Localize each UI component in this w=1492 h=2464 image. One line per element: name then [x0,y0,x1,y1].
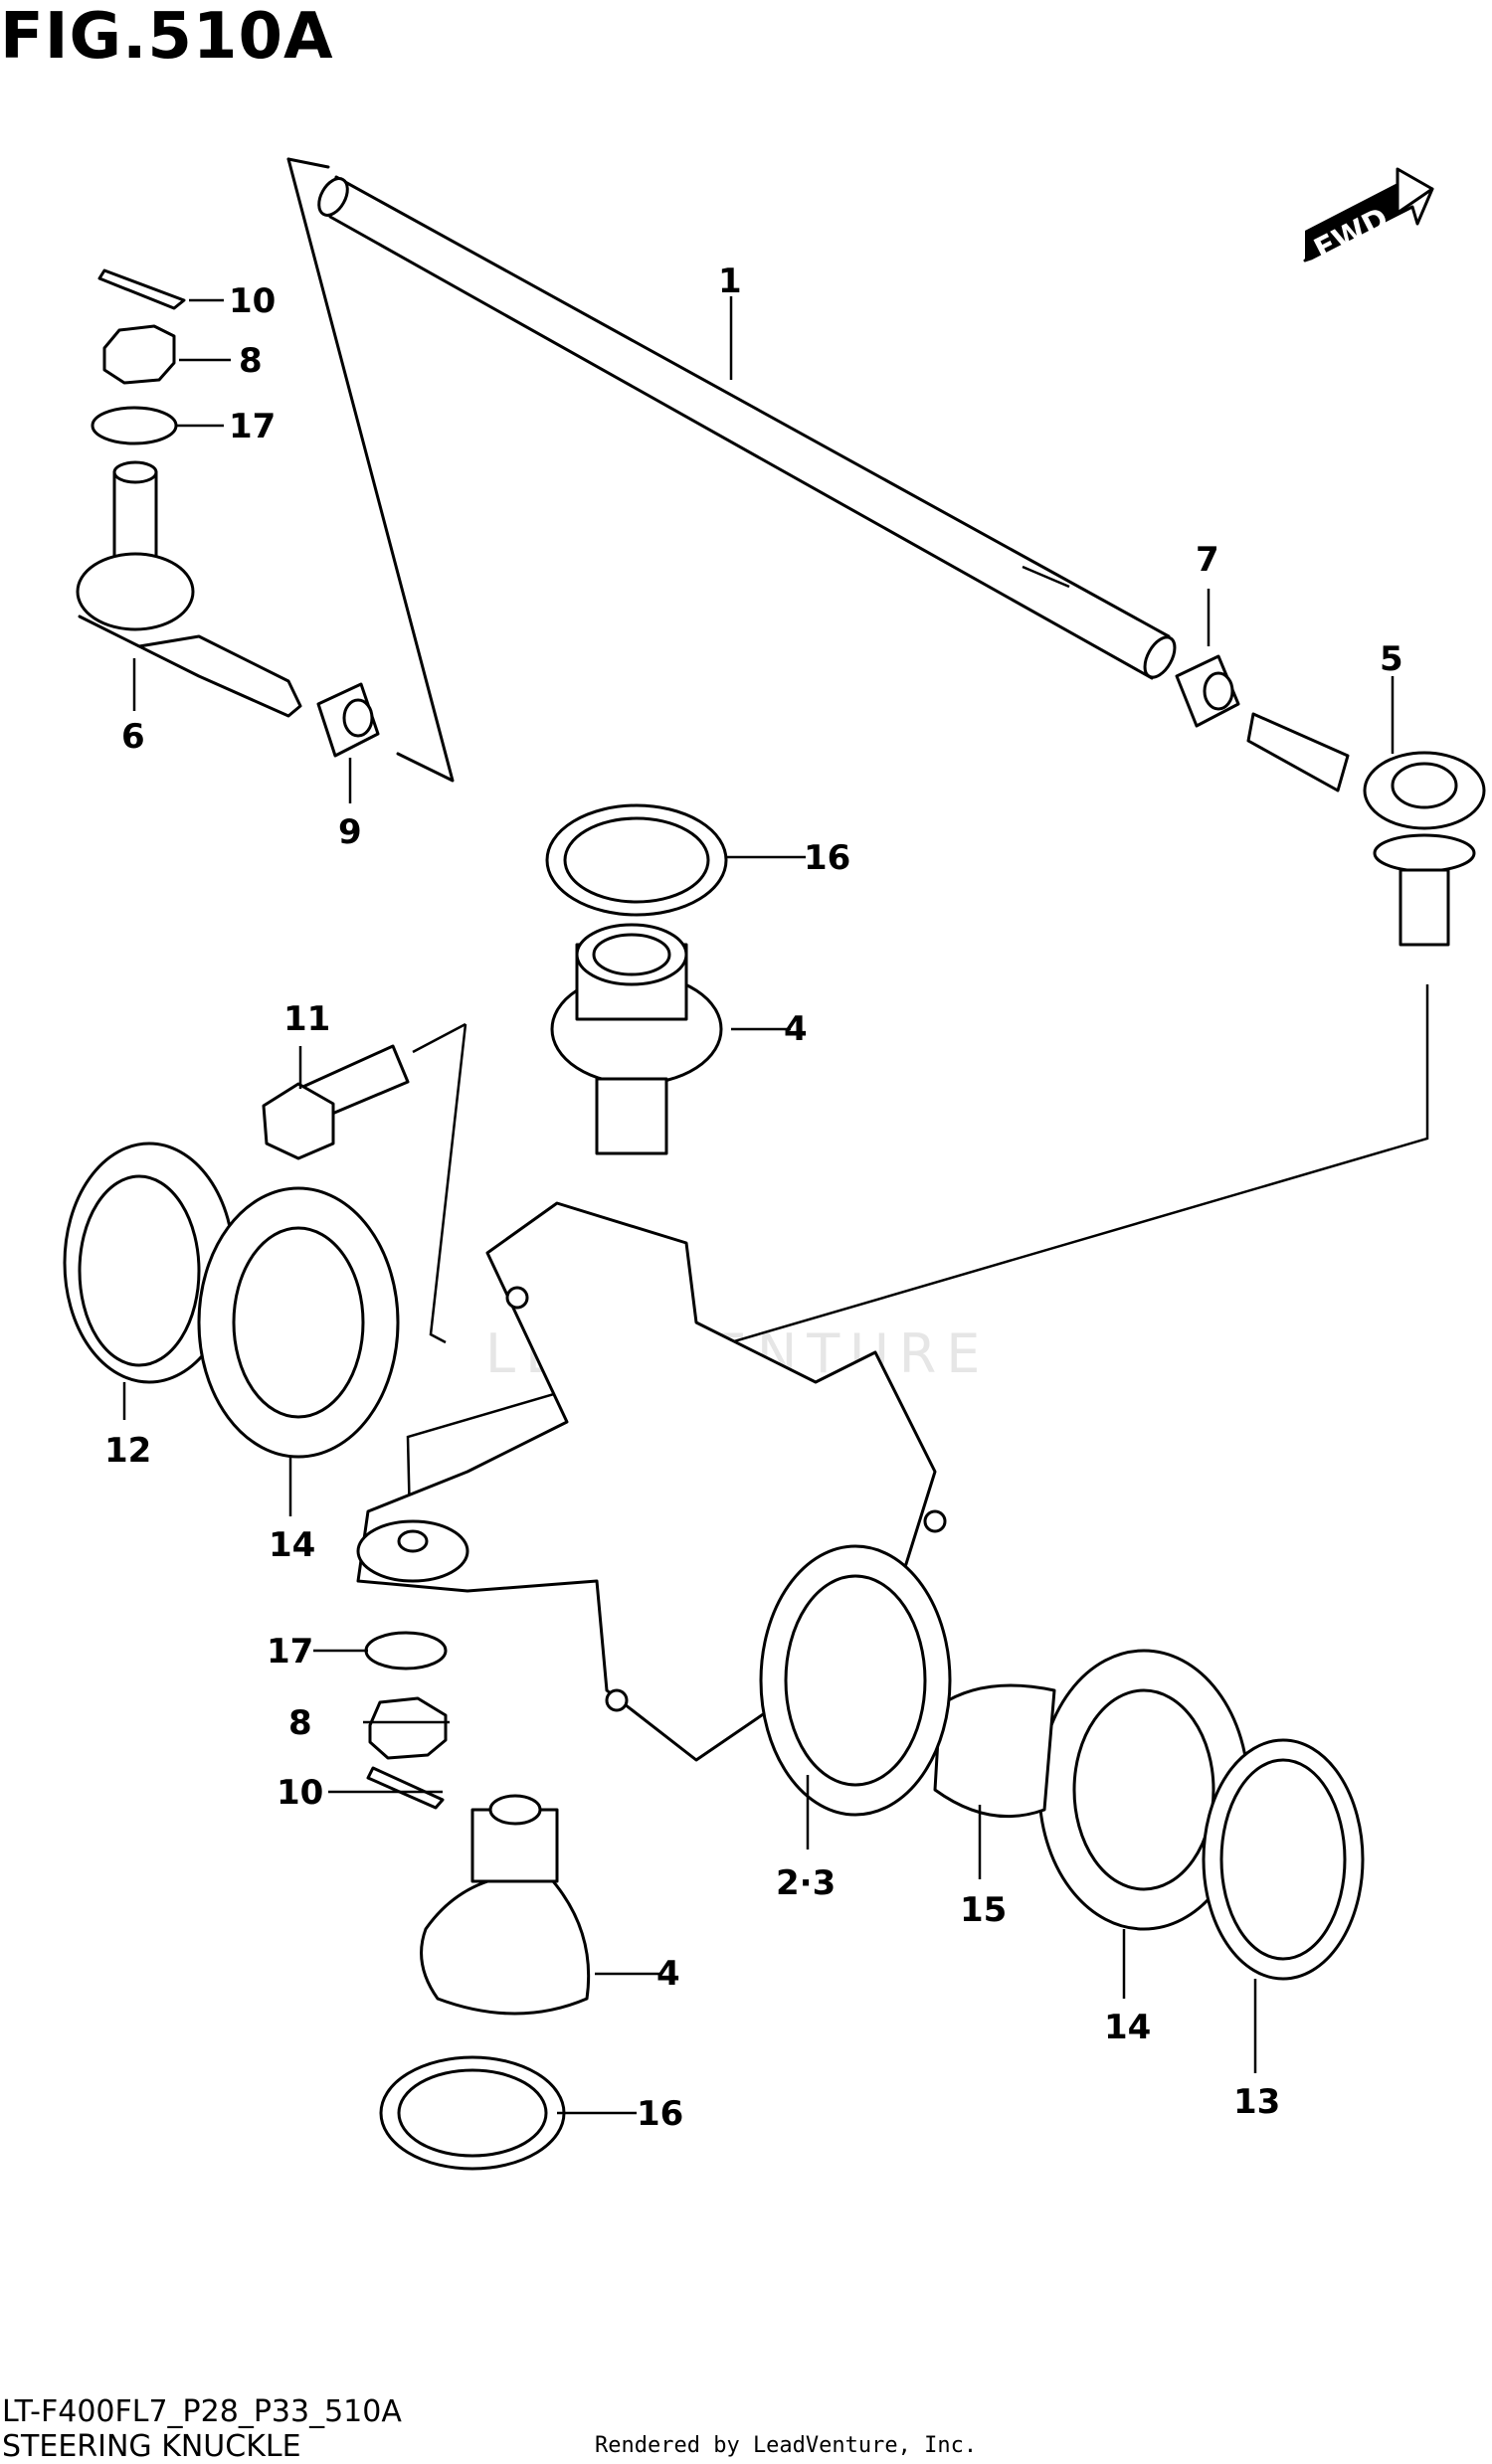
callout-leaders [122,296,1395,2115]
figure-id: FIG.510A [0,0,334,74]
callout-7: 7 [1196,540,1219,580]
callout-1: 1 [718,262,742,301]
callout-8-lower: 8 [288,1703,312,1743]
cotter-nut-washer-lower [364,1631,448,1810]
ball-joints [420,923,723,2016]
callout-8-upper: 8 [239,341,263,381]
callout-16-lower: 16 [637,2094,683,2134]
fwd-arrow: FWD [1303,167,1434,267]
tie-rod [317,175,1177,680]
callout-4-upper: 4 [784,1009,808,1049]
cotter-nut-washer-top [91,268,186,445]
callout-10-upper: 10 [229,281,276,321]
render-credit: Rendered by LeadVenture, Inc. [595,2433,978,2458]
bolt-11 [262,1044,410,1160]
callout-10-lower: 10 [277,1773,323,1813]
callout-17-lower: 17 [267,1632,313,1672]
lock-nut-7-and-9 [316,654,1240,758]
diagram-title: STEERING KNUCKLE [2,2429,301,2464]
assembly-guide-lines [286,157,1429,1522]
callout-2-3: 2·3 [776,1863,836,1903]
model-code: LT-F400FL7_P28_P33_510A [2,2394,402,2429]
callout-9: 9 [338,812,362,852]
callout-numbers: 1 2·3 4 4 5 6 7 8 8 9 10 10 11 12 13 14 … [104,262,1403,2134]
steering-knuckle [356,1201,952,1817]
callout-4-lower: 4 [656,1954,680,1994]
callout-15: 15 [960,1890,1007,1930]
callout-16-upper: 16 [804,838,850,878]
circlips [379,803,728,2171]
seals-bearings-spacer [63,1142,1365,1981]
callout-14-left: 14 [269,1525,315,1565]
callout-17-upper: 17 [229,407,276,446]
callout-14-right: 14 [1104,2008,1151,2047]
callout-12: 12 [104,1431,151,1471]
callout-11: 11 [283,999,330,1039]
callout-13: 13 [1233,2082,1280,2122]
callout-6: 6 [121,717,145,757]
callout-5: 5 [1380,639,1403,679]
tie-rod-end-right [1246,712,1486,947]
tie-rod-end-left [76,460,302,718]
